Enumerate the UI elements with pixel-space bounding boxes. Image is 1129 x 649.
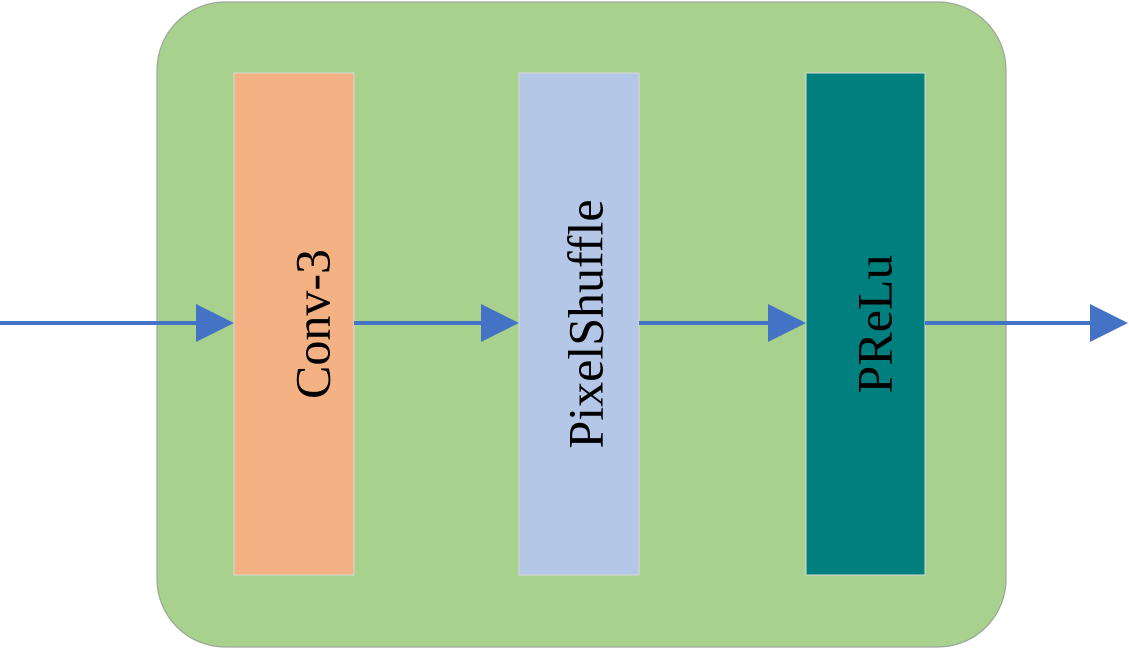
pixelshuffle-to-prelu-arrow <box>639 304 806 342</box>
conv-to-pixelshuffle-arrow <box>354 304 519 342</box>
output-arrow <box>925 304 1128 342</box>
conv3-block <box>233 72 355 576</box>
prelu-label: PReLu <box>846 255 902 394</box>
pixelshuffle-label: PixelShuffle <box>557 199 613 448</box>
prelu-block <box>805 72 926 576</box>
input-arrow <box>0 304 234 342</box>
conv3-label: Conv-3 <box>284 249 340 399</box>
pixelshuffle-block <box>518 72 640 576</box>
